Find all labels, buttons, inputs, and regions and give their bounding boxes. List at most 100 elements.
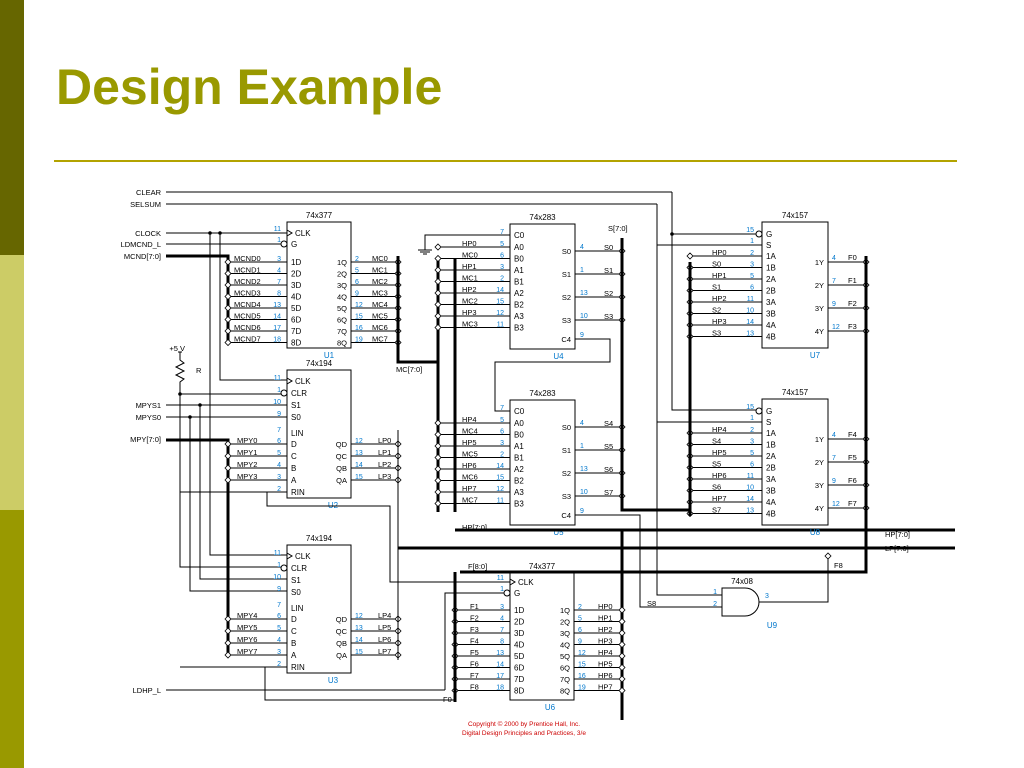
- inversion-bubble: [755, 407, 763, 415]
- u8-pinnum: 3: [750, 439, 754, 446]
- u5-in-signal: HP6: [462, 461, 477, 470]
- u6-out-signal: HP7: [598, 683, 613, 692]
- u3-pinnum: 2: [277, 661, 281, 668]
- chip-u5: [509, 399, 576, 526]
- u1-in-signal: MCND6: [234, 323, 261, 332]
- u1-pin-q: 1Q: [337, 258, 347, 267]
- bus-tap: [434, 442, 442, 450]
- bus-tap: [224, 327, 232, 335]
- u6-out-signal: HP0: [598, 602, 613, 611]
- u4-pinnum: 11: [497, 322, 504, 329]
- inversion-bubble: [503, 589, 511, 597]
- u6-pinnum: 13: [496, 650, 504, 657]
- u5-pin: B1: [514, 454, 524, 463]
- u3-pinnum: 13: [355, 625, 363, 632]
- u6-pin-q: 2Q: [560, 618, 570, 627]
- u8-in-signal: HP6: [712, 471, 727, 480]
- u3-pinnum: 1: [277, 562, 281, 569]
- u1-pinnum: 5: [355, 268, 359, 275]
- u6-pinnum: 5: [578, 616, 582, 623]
- u1-pin-q: 6Q: [337, 316, 347, 325]
- u3-out-signal: LP7: [378, 647, 391, 656]
- u6-pin-d: 6D: [514, 664, 524, 673]
- inversion-bubble: [280, 389, 288, 397]
- u7-pin: 2A: [766, 275, 776, 284]
- chip-u8: [761, 398, 829, 526]
- bus-tap: [434, 323, 442, 332]
- u5-pinnum: 4: [580, 420, 584, 427]
- u6-pinnum: 17: [496, 673, 504, 680]
- u4-pinnum: 4: [580, 244, 584, 251]
- u1-out-signal: MC0: [372, 254, 388, 263]
- u8-pin: 2B: [766, 464, 776, 473]
- bus-tap: [224, 476, 232, 484]
- u2-pin: S1: [291, 401, 301, 410]
- u1-pin-q: 4Q: [337, 293, 347, 302]
- u6-pin-q: 6Q: [560, 664, 570, 673]
- chip-u1-type: 74x377: [306, 211, 333, 220]
- junction-dot: [208, 231, 212, 235]
- bus-tap: [224, 338, 232, 347]
- u8-pin: 4A: [766, 498, 776, 507]
- bus-tap: [224, 627, 232, 635]
- u3-pin: B: [291, 639, 296, 648]
- mpys0-label: MPYS0: [136, 413, 161, 422]
- junction-dot: [188, 415, 192, 419]
- bus-tap: [434, 266, 442, 274]
- u5-out-signal: S6: [604, 465, 613, 474]
- u1-pinnum: 16: [355, 325, 363, 332]
- u3-pin: S0: [291, 588, 301, 597]
- u2-pinnum: 9: [277, 411, 281, 418]
- u5-pin-s: S2: [562, 469, 571, 478]
- u6-pin-d: 4D: [514, 641, 524, 650]
- bus-tap: [224, 304, 232, 312]
- u4-pin: A2: [514, 289, 524, 298]
- copyright-line-1: Copyright © 2000 by Prentice Hall, Inc.: [468, 720, 580, 728]
- u2-pin: S0: [291, 413, 301, 422]
- u7-pin-y: 2Y: [815, 281, 824, 290]
- lp-bus-label: LP[7:0]: [885, 544, 909, 553]
- u5-out-signal: S7: [604, 488, 613, 497]
- u1-pinnum: 1: [277, 237, 281, 244]
- and-gate-u9: [721, 587, 760, 617]
- clock-to-u3: [209, 233, 287, 556]
- u3-pinnum: 6: [277, 613, 281, 620]
- u4-in-signal: HP0: [462, 239, 477, 248]
- u5-pin: B2: [514, 477, 524, 486]
- u1-in-signal: MCND5: [234, 312, 261, 321]
- chip-u6-ref: U6: [545, 703, 556, 712]
- bus-tap: [224, 651, 232, 659]
- f8-line: [759, 558, 829, 603]
- u4-pinnum: 7: [500, 229, 504, 236]
- chip-u1-ref: U1: [324, 351, 335, 360]
- chip-u7-ref: U7: [810, 351, 821, 360]
- u2-pinnum: 1: [277, 387, 281, 394]
- u2-pin: RIN: [291, 488, 305, 497]
- u1-pin-q: 7Q: [337, 327, 347, 336]
- chip-u4: [509, 223, 576, 350]
- u4-pin: B1: [514, 278, 524, 287]
- u5-in-signal: MC4: [462, 427, 478, 436]
- accent-bar-light: [0, 255, 24, 510]
- u8-pinnum: 7: [832, 455, 836, 462]
- u6-pinnum: 6: [578, 627, 582, 634]
- u6-pin-q: 3Q: [560, 629, 570, 638]
- u6-pinnum: 18: [496, 685, 504, 692]
- u2-pinnum: 7: [277, 427, 281, 434]
- u2-pinnum: 3: [277, 474, 281, 481]
- u1-pin-q: 3Q: [337, 281, 347, 290]
- u4-pinnum: 3: [500, 264, 504, 271]
- u5-in-signal: HP7: [462, 484, 477, 493]
- u5-pinnum: 13: [580, 466, 588, 473]
- u1-out-signal: MC4: [372, 300, 388, 309]
- u6-pin-d: 7D: [514, 675, 524, 684]
- u3-in-signal: MPY5: [237, 623, 257, 632]
- u8-in-signal: S5: [712, 460, 721, 469]
- bus-tap: [224, 281, 232, 289]
- u6-pinnum: 9: [578, 639, 582, 646]
- u5-pin-s: S0: [562, 423, 571, 432]
- chip-u7: [761, 221, 829, 349]
- u3-pinnum: 15: [355, 649, 363, 656]
- bus-tap: [434, 300, 442, 309]
- u4-pin: A3: [514, 312, 524, 321]
